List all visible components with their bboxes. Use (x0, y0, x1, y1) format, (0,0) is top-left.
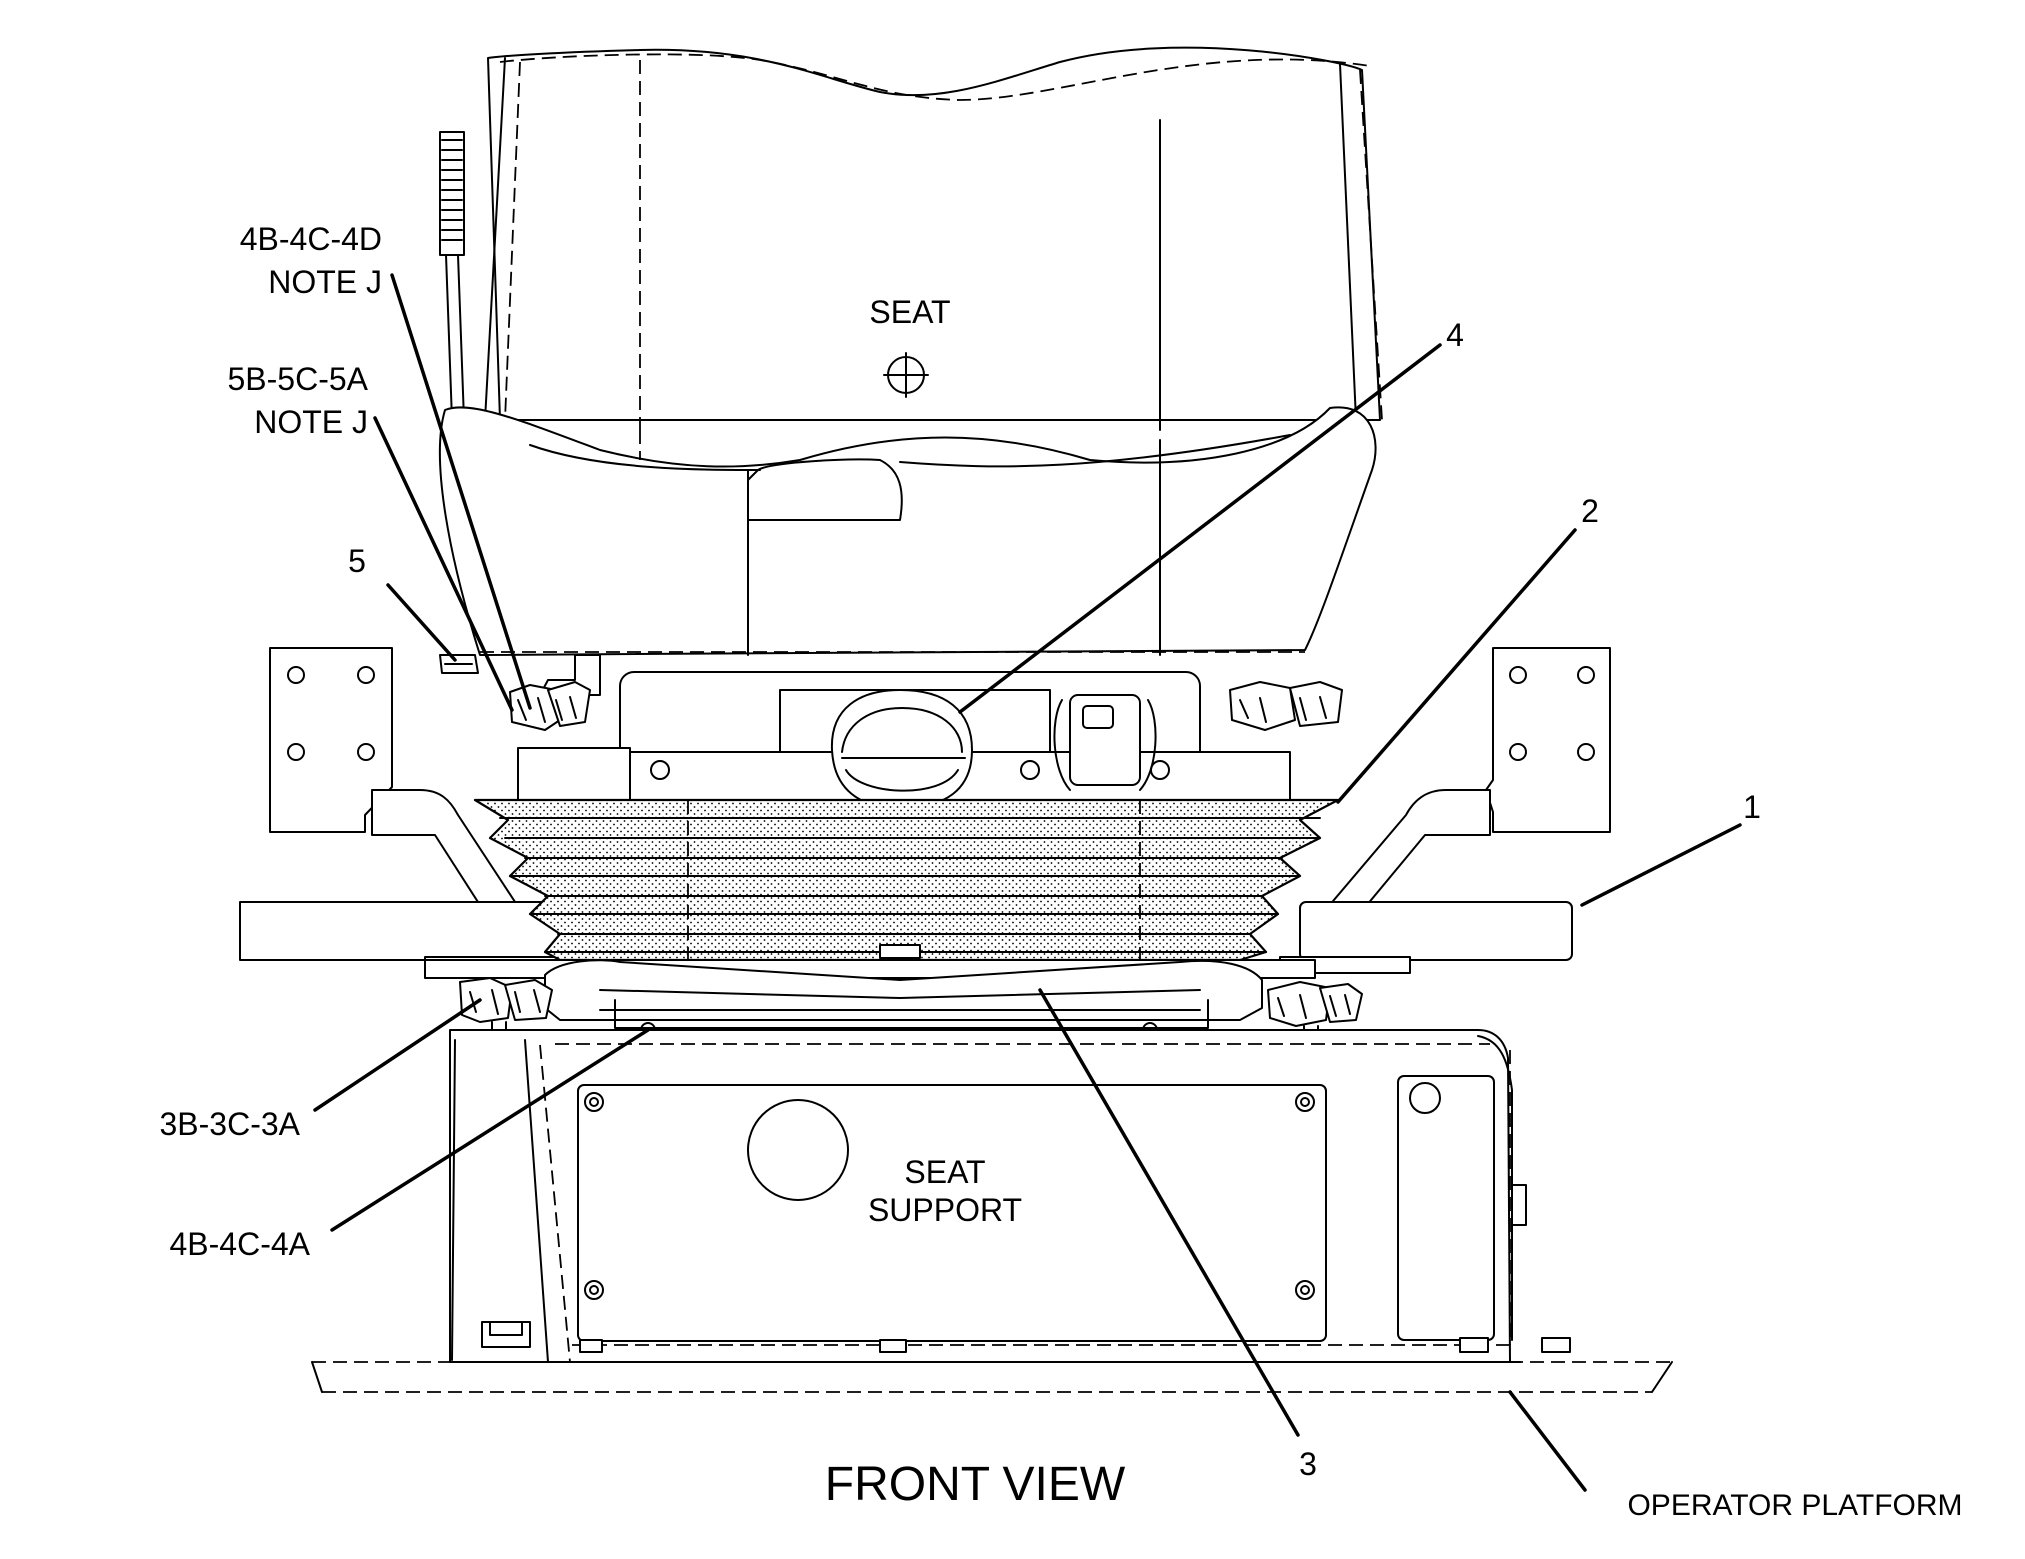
upper-left-clips (439, 654, 601, 731)
callout-4b4c4d-line1: 4B-4C-4D (240, 221, 382, 257)
leader-operator-platform (1508, 1390, 1587, 1492)
seat-adjust-lever (439, 131, 465, 421)
callout-4: 4 (1446, 317, 1464, 353)
callout-1: 1 (1743, 789, 1761, 825)
leader-4b4c4a (330, 1028, 650, 1232)
seat-support (449, 1029, 1571, 1363)
label-front-view: FRONT VIEW (825, 1458, 1126, 1511)
leader-2 (1336, 528, 1577, 804)
right-slide-rail (1279, 901, 1573, 974)
leader-3 (1038, 988, 1300, 1437)
lower-suspension-frame (424, 959, 1316, 1038)
callout-4b4c4d-line2: NOTE J (268, 264, 382, 300)
seat-cushion (438, 406, 1377, 656)
leader-1 (1580, 823, 1742, 907)
callout-5b5c5a-line1: 5B-5C-5A (228, 361, 369, 397)
operator-platform (311, 1361, 1673, 1393)
leader-5b5c5a (373, 416, 514, 712)
label-operator-platform: OPERATOR PLATFORM (1627, 1489, 1962, 1522)
seat-center-mark (883, 352, 929, 398)
leader-3b3c3a (313, 998, 482, 1112)
label-seat-support-line2: SUPPORT (868, 1192, 1022, 1228)
callout-4b4c4a: 4B-4C-4A (170, 1226, 311, 1262)
leader-5 (386, 583, 457, 662)
callout-3: 3 (1299, 1446, 1317, 1482)
leader-4 (958, 343, 1442, 714)
seat-back (484, 46, 1383, 431)
suspension-bellows (473, 798, 1340, 969)
callout-2: 2 (1581, 493, 1599, 529)
callout-5: 5 (348, 543, 366, 579)
label-seat: SEAT (869, 294, 950, 330)
leader-4b4c4d (390, 273, 532, 710)
leader-lines (313, 273, 1742, 1492)
callout-3b3c3a: 3B-3C-3A (160, 1106, 301, 1142)
label-seat-support-line1: SEAT (904, 1154, 985, 1190)
callout-5b5c5a-line2: NOTE J (254, 404, 368, 440)
upper-right-clips (1229, 681, 1343, 731)
suspension-adjust-knob (830, 689, 973, 809)
